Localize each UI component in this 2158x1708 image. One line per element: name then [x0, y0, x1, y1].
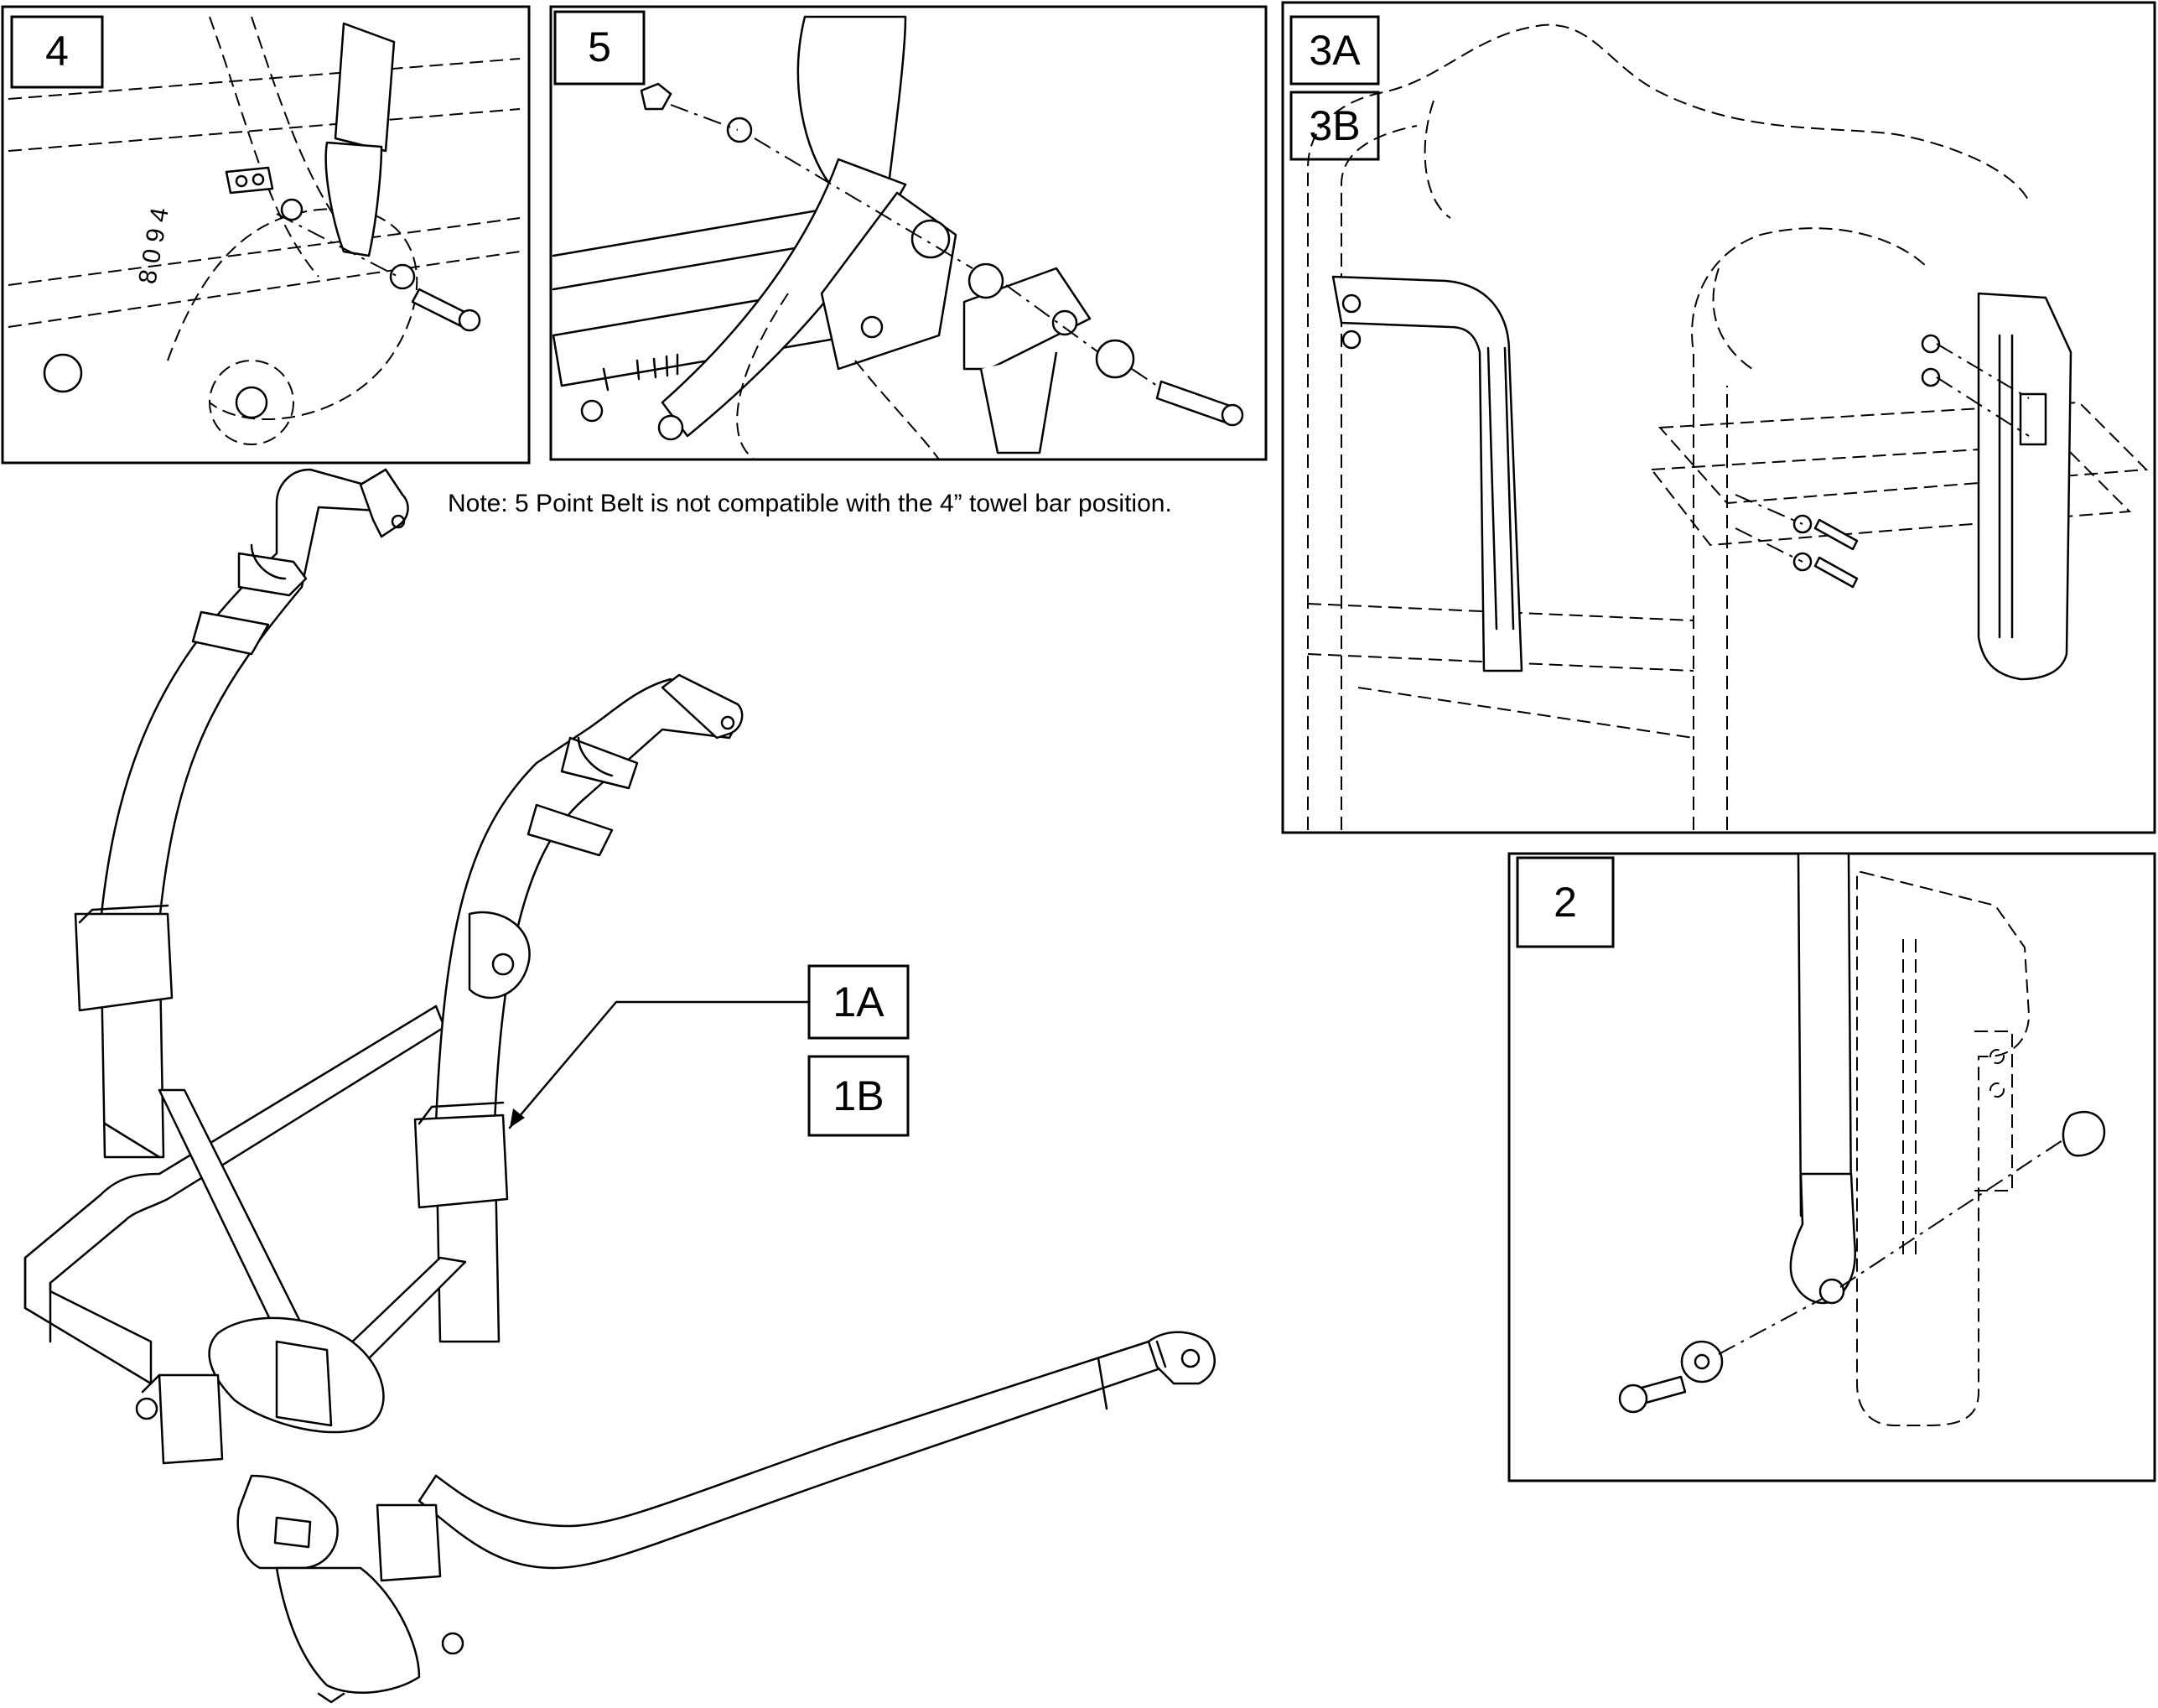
callout-leader-line: [508, 1000, 811, 1129]
panel-4-drawing: 8 0 9 4: [8, 16, 521, 445]
panel-5: 5: [549, 5, 1268, 461]
panel-5-label: 5: [588, 23, 611, 70]
callout-arrowhead: [510, 1108, 525, 1128]
panel-2-drawing: [1618, 852, 2106, 1426]
svg-text:8 0 9 4: 8 0 9 4: [133, 205, 174, 286]
panel-3: 3A 3B: [1281, 1, 2156, 834]
panel-3a-label: 3A: [1309, 27, 1361, 74]
callout-1b-label: 1B: [833, 1072, 884, 1119]
callout-1a-label: 1A: [833, 979, 884, 1025]
five-point-belt-drawing: [23, 468, 1216, 1704]
panel-4-label: 4: [45, 28, 69, 75]
panel-3-drawing: [1307, 23, 2149, 830]
panel-2-label: 2: [1554, 879, 1577, 926]
compatibility-note: Note: 5 Point Belt is not compatible wit…: [448, 490, 1172, 517]
callout-1: 1A 1B: [508, 964, 910, 1137]
panel-5-drawing: [552, 15, 1244, 460]
panel-3b-label: 3B: [1309, 102, 1360, 149]
panel-2: 2: [1507, 852, 2156, 1482]
panel-4: 4 8 0 9 4: [1, 5, 531, 465]
